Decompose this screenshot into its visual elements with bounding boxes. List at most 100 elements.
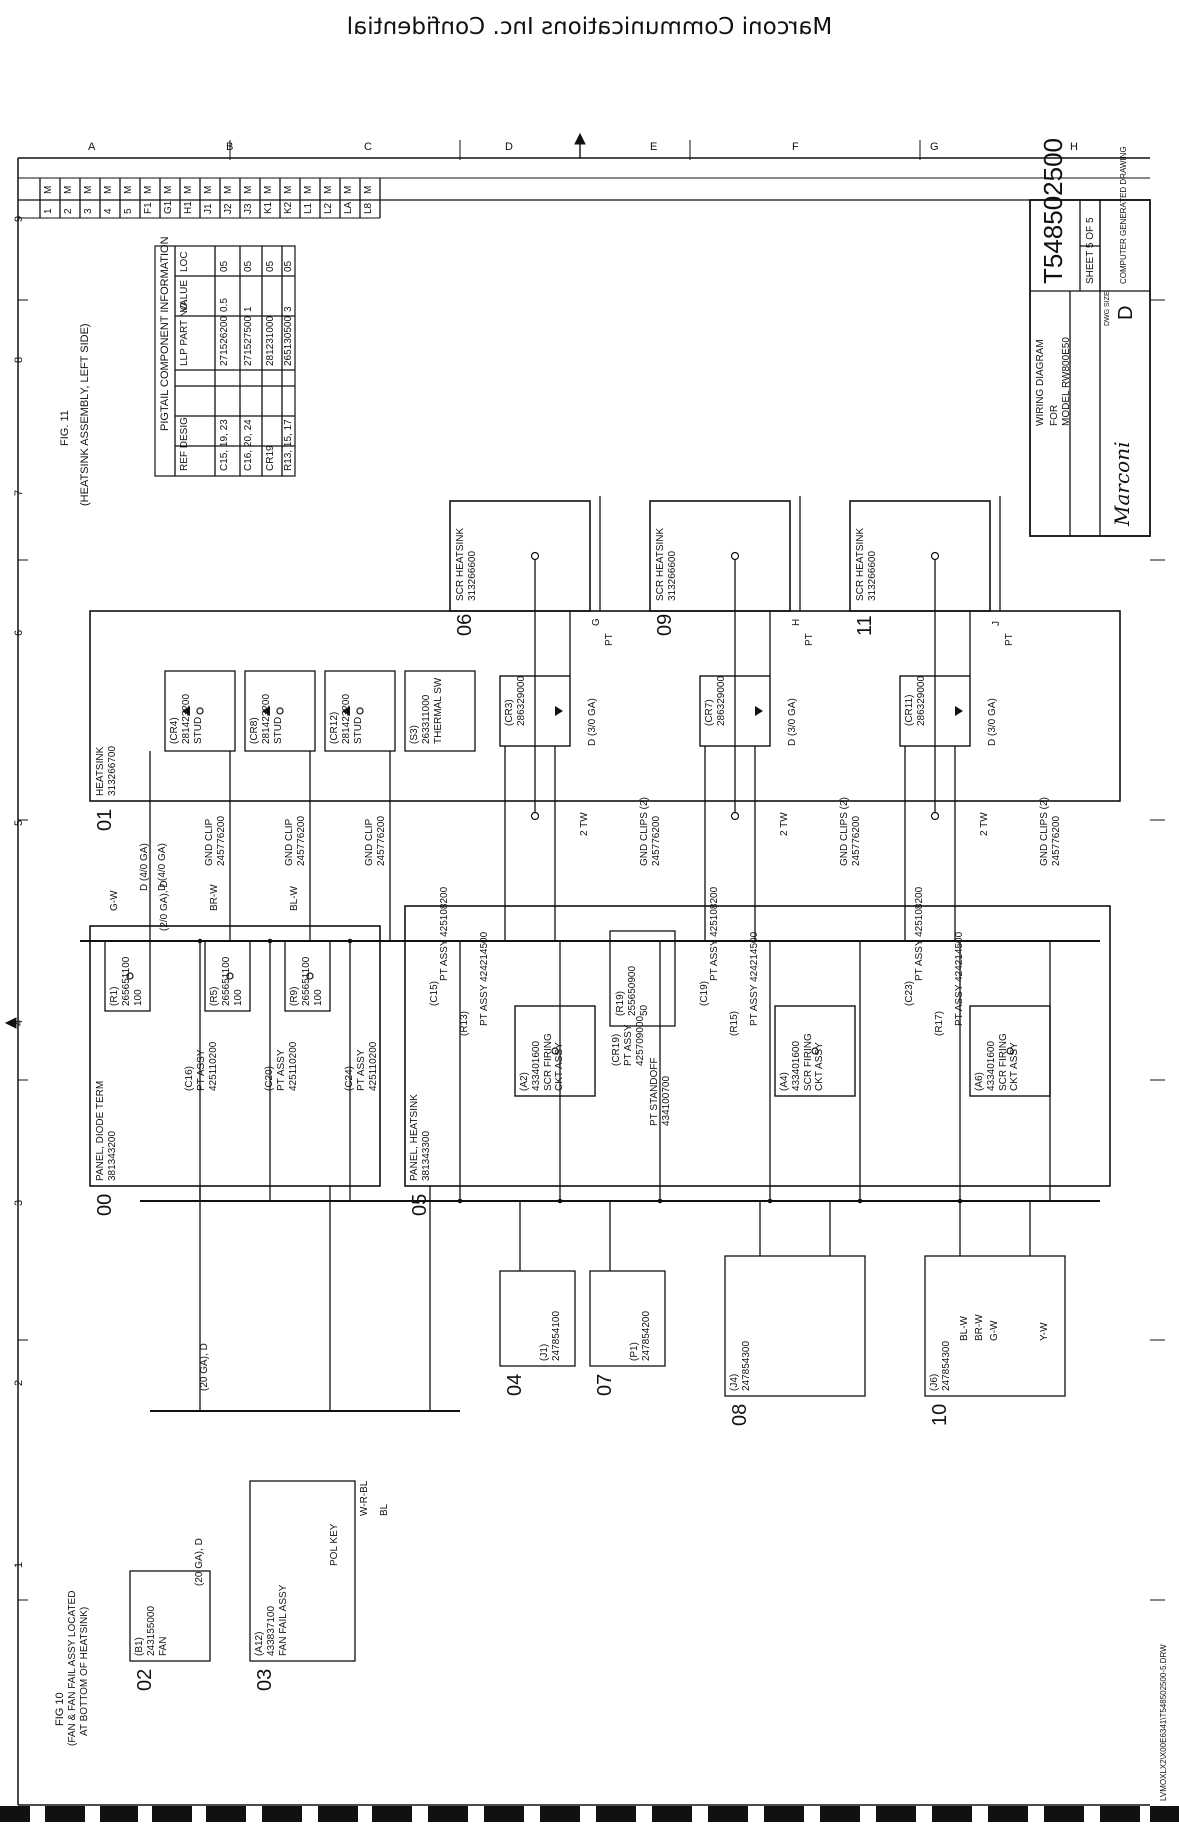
fig11-row1-loc: 05 xyxy=(219,260,230,272)
cr8-label: (CR8) xyxy=(249,717,260,744)
connector-07-loc: 07 xyxy=(594,1373,616,1396)
j4-part: 247854300 xyxy=(741,1340,752,1391)
rev-mark-13: M xyxy=(283,185,294,194)
a2-part: 433401600 xyxy=(531,1040,542,1091)
zone-number-5: 5 xyxy=(13,819,25,826)
title-line-1: WIRING DIAGRAM xyxy=(1035,339,1046,426)
fig11-header-ref: REF DESIG xyxy=(179,417,190,471)
gnd-clip-2: GND CLIP xyxy=(284,818,295,866)
gnd-clips-c: GND CLIPS (2) xyxy=(1039,797,1050,866)
fig11-row2-ref: C16, 20, 24 xyxy=(243,419,254,471)
j4-label: (J4) xyxy=(729,1373,740,1391)
dwg-size-label: DWG SIZE xyxy=(1104,291,1111,326)
c24-label: (C24) xyxy=(344,1065,355,1091)
a12-name: FAN FAIL ASSY xyxy=(278,1584,289,1656)
cr8-stud: STUD xyxy=(273,716,284,744)
a6-part: 433401600 xyxy=(986,1040,997,1091)
pt-label-09: PT xyxy=(804,633,815,646)
j6-label: (J6) xyxy=(929,1373,940,1391)
pt-assy-a-2: PT ASSY 425108200 xyxy=(709,886,720,981)
fig11-header-value: VALUE xyxy=(179,279,190,312)
panel-05-title: PANEL, HEATSINK xyxy=(409,1094,420,1181)
pt-assy-c20-part: 425110200 xyxy=(288,1041,299,1091)
cr4-part: 281423200 xyxy=(181,693,192,744)
zone-letter-e: E xyxy=(650,141,657,153)
rev-zone-la: LA xyxy=(343,201,354,214)
fanfail-loc: 03 xyxy=(254,1668,276,1691)
fig11-row3-part: 281231000 xyxy=(265,315,276,366)
rev-zone-l8: L8 xyxy=(363,202,374,214)
scr-heatsink-11-part: 313266600 xyxy=(867,550,878,601)
r9-part: 265651100 xyxy=(301,956,312,1006)
r1-value: 100 xyxy=(133,989,144,1006)
file-path: LVMOXLX2\X00E6341\T548502500-5.DRW xyxy=(1159,1644,1168,1801)
cr19-part: 425709000 xyxy=(635,1015,646,1066)
pt-assy-c16: PT ASSY xyxy=(196,1049,207,1091)
fig11-row2-loc: 05 xyxy=(243,260,254,272)
panel-00-wire: (2/0 GA), D xyxy=(159,880,170,931)
fan-loc: 02 xyxy=(134,1668,156,1691)
cr19-label: (CR19) xyxy=(611,1033,622,1066)
tw-label-3: 2 TW xyxy=(979,812,990,836)
c15-label: (C15) xyxy=(429,980,440,1006)
fig11-row1-value: 0.5 xyxy=(219,298,230,312)
zone-number-1: 1 xyxy=(13,1561,25,1568)
tw-label-1: 2 TW xyxy=(579,812,590,836)
rev-mark-15: M xyxy=(323,185,334,194)
c23-label: (C23) xyxy=(904,980,915,1006)
r5-value: 100 xyxy=(233,989,244,1006)
rev-mark-8: M xyxy=(183,185,194,194)
r17-label: (R17) xyxy=(934,1010,945,1036)
cr19-pt: PT ASSY xyxy=(623,1024,634,1066)
zone-letter-h: H xyxy=(1070,141,1078,153)
gnd-clips-a: GND CLIPS (2) xyxy=(639,797,650,866)
a2-name: SCR FIRING CKT ASSY xyxy=(543,1033,565,1091)
wire-gw: G-W xyxy=(989,1320,1000,1341)
rev-mark-7: M xyxy=(163,185,174,194)
zone-letter-g: G xyxy=(930,141,939,153)
rev-mark-4: M xyxy=(103,185,114,194)
gnd-clips-a-part: 245776200 xyxy=(651,815,662,866)
rev-zone-j3: J3 xyxy=(243,203,254,214)
pt-assy-c24: PT ASSY xyxy=(356,1049,367,1091)
rev-zone-2: 2 xyxy=(63,208,74,214)
rev-mark-11: M xyxy=(243,185,254,194)
scr-heatsink-09-part: 313266600 xyxy=(667,550,678,601)
fig10-subtitle-2: AT BOTTOM OF HEATSINK) xyxy=(79,1606,90,1736)
gnd-clips-b-part: 245776200 xyxy=(851,815,862,866)
heatsink-wire-top: D (4/0 GA) xyxy=(139,843,150,891)
pt-assy-c16-part: 425110200 xyxy=(208,1041,219,1091)
zone-number-8: 8 xyxy=(13,356,25,363)
marconi-logo: Marconi xyxy=(1110,441,1134,526)
zone-letter-c: C xyxy=(364,141,372,153)
pt-assy-b-3: PT ASSY 424214500 xyxy=(954,931,965,1026)
fan-wire-2: (20 GA), D xyxy=(199,1343,210,1391)
a12-part: 433837100 xyxy=(266,1605,277,1656)
j1-label: (J1) xyxy=(539,1343,550,1361)
a6-name: SCR FIRING CKT ASSY xyxy=(998,1033,1020,1091)
rev-mark-10: M xyxy=(223,185,234,194)
sheet-number: SHEET 5 OF 5 xyxy=(1085,217,1096,284)
p1-part: 247854200 xyxy=(641,1310,652,1361)
a4-label: (A4) xyxy=(779,1072,790,1091)
rev-zone-k1: K1 xyxy=(263,201,274,214)
scr-heatsink-09-loc: 09 xyxy=(654,613,676,636)
pt-assy-b-2: PT ASSY 424214500 xyxy=(749,931,760,1026)
wire-brw: BR-W xyxy=(974,1314,985,1341)
fig11-row2-value: 1 xyxy=(243,306,254,312)
cr7-tag: H xyxy=(791,618,802,626)
s3-part: 263311000 xyxy=(421,694,432,744)
fig11-row1-part: 271526200 xyxy=(219,315,230,366)
pt-label-06: PT xyxy=(604,633,615,646)
scr-heatsink-11-loc: 11 xyxy=(854,615,876,636)
panel-00-loc: 00 xyxy=(94,1193,116,1216)
connector-10-loc: 10 xyxy=(929,1403,951,1426)
pol-key: POL KEY xyxy=(329,1523,340,1566)
fan-wire: (20 GA), D xyxy=(194,1538,205,1586)
gnd-clip-3: GND CLIP xyxy=(364,818,375,866)
rev-zone-l2: L2 xyxy=(323,202,334,214)
connector-04-loc: 04 xyxy=(504,1373,526,1396)
cr3-tag: G xyxy=(591,618,602,626)
